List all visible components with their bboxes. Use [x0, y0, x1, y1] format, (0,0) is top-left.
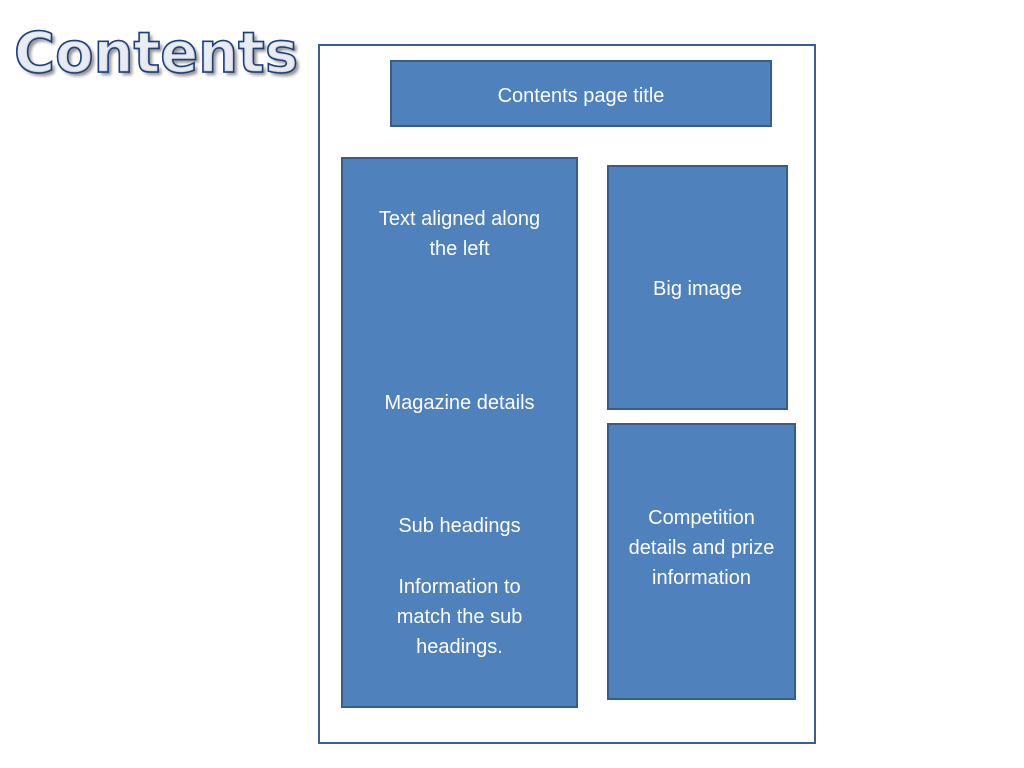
contents-title-label: Contents page title — [497, 85, 665, 107]
competition-label: Competition details and prize informatio… — [628, 507, 775, 589]
big-image-label: Big image — [653, 278, 742, 300]
left-text-column-box: Text aligned along the left Magazine det… — [341, 157, 578, 708]
magazine-details-label: Magazine details — [384, 392, 535, 414]
left-column-intro: Text aligned along the left — [378, 208, 541, 260]
sub-headings-label: Sub headings — [398, 515, 521, 537]
contents-title-box: Contents page title — [390, 60, 772, 127]
competition-box: Competition details and prize informatio… — [607, 423, 796, 700]
big-image-box: Big image — [607, 165, 788, 410]
slide-title: Contents — [13, 14, 299, 94]
sub-headings-info-label: Information to match the sub headings. — [396, 576, 523, 658]
